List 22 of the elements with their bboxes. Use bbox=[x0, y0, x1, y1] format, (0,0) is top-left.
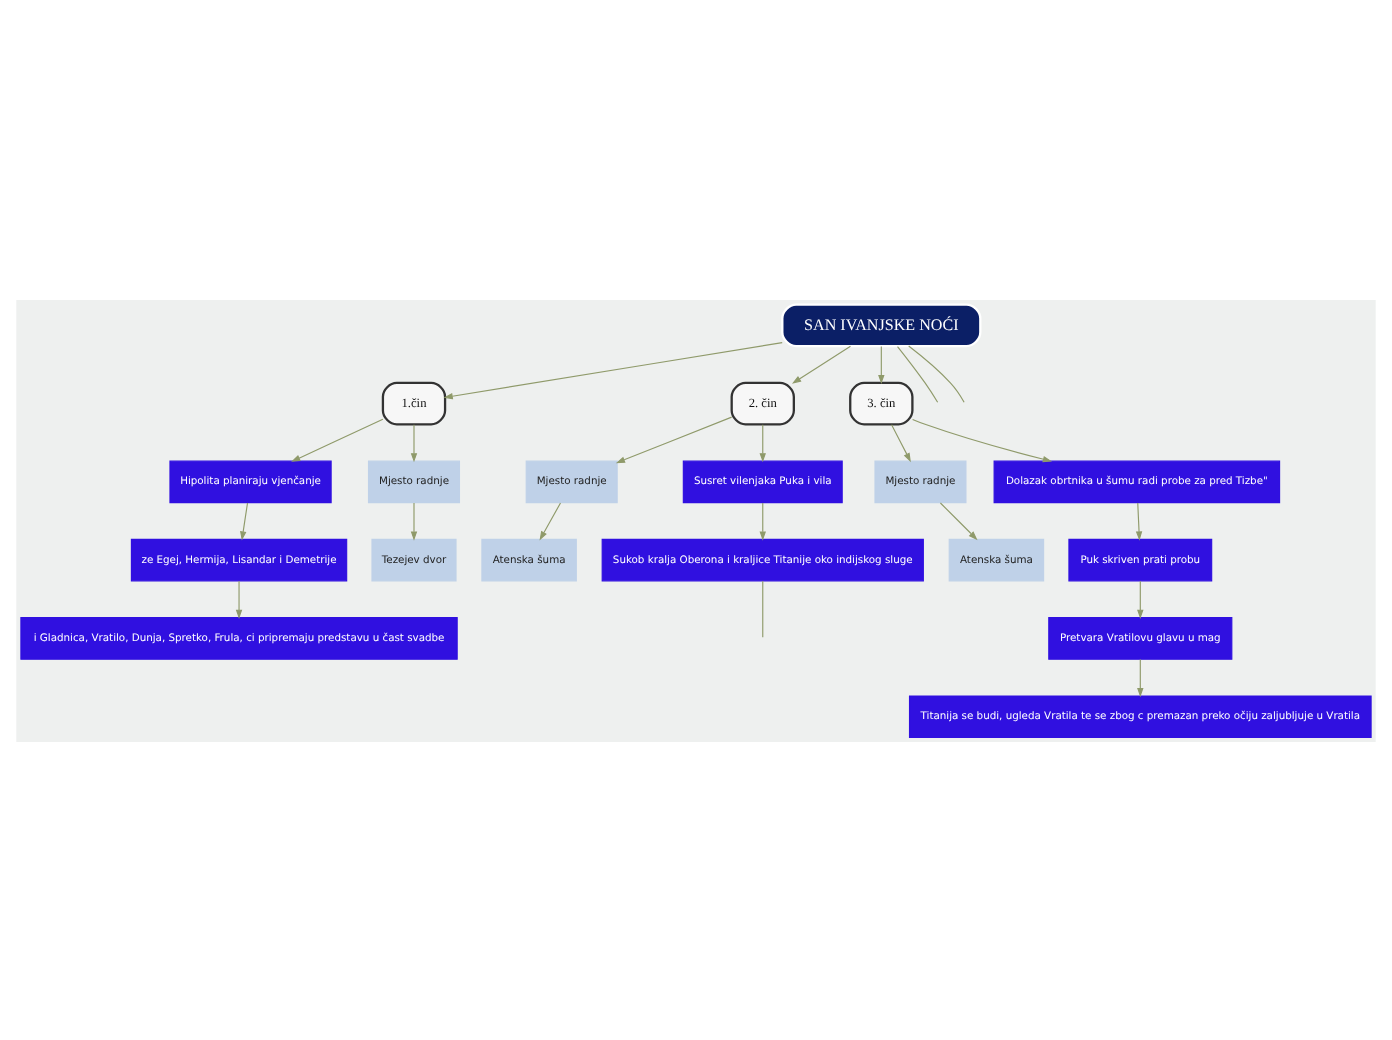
arrow bbox=[615, 415, 733, 463]
connector bbox=[762, 579, 764, 637]
arrow bbox=[240, 501, 249, 540]
arrow bbox=[1135, 501, 1143, 540]
arrow bbox=[410, 423, 418, 462]
arrow bbox=[792, 344, 852, 383]
connector bbox=[908, 344, 965, 402]
arrow bbox=[759, 423, 766, 462]
connector bbox=[896, 344, 939, 402]
arrow bbox=[891, 423, 911, 462]
arrow bbox=[443, 341, 783, 399]
arrow bbox=[878, 344, 885, 384]
arrow bbox=[912, 417, 1053, 462]
arrow bbox=[235, 579, 243, 618]
arrow bbox=[759, 501, 766, 540]
arrow bbox=[1137, 657, 1144, 697]
arrow bbox=[1137, 579, 1144, 618]
arrow bbox=[410, 501, 418, 540]
arrow bbox=[539, 501, 562, 540]
arrow bbox=[291, 417, 384, 461]
node-box: SAN IVANJSKE NOĆI bbox=[781, 302, 982, 347]
arrow bbox=[939, 501, 978, 540]
